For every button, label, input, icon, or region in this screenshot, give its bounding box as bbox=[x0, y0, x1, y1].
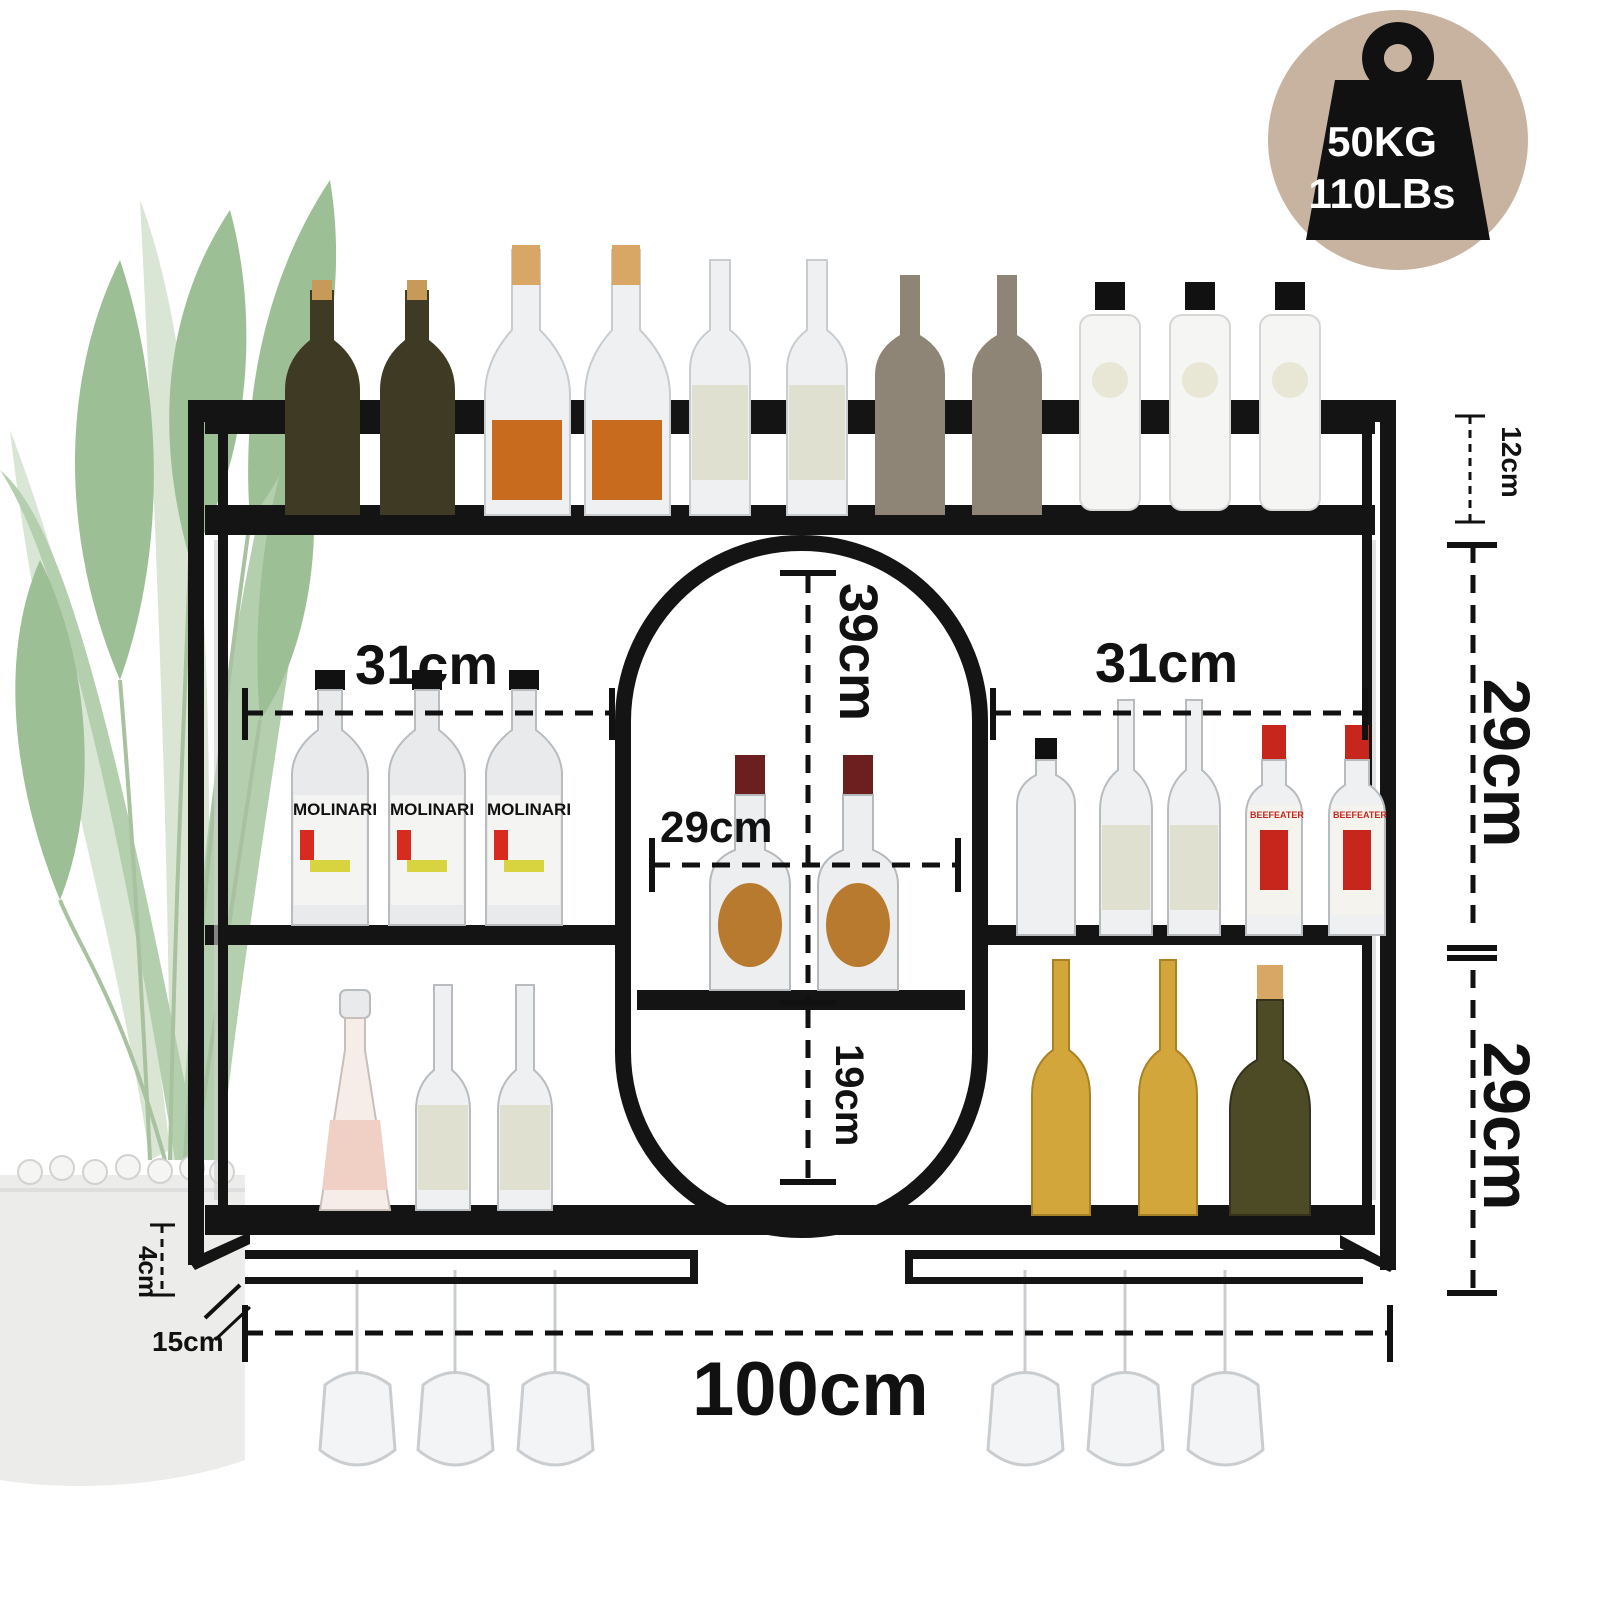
bottle-icon bbox=[388, 670, 466, 926]
bottle-icon bbox=[1099, 699, 1153, 936]
bottle-icon bbox=[380, 280, 455, 515]
bottle-icon bbox=[1259, 282, 1321, 511]
bottom-left-bottles bbox=[318, 984, 553, 1211]
bottle-label-text: BEEFEATER bbox=[1333, 810, 1387, 820]
bottle-icon bbox=[291, 670, 369, 926]
center-upper-height: 39cm bbox=[828, 582, 888, 722]
middle-left-bottles: MOLINARI MOLINARI MOLINARI bbox=[291, 670, 571, 926]
bottle-icon bbox=[1328, 725, 1386, 936]
bottle-icon bbox=[1229, 965, 1311, 1216]
bottle-label-text: MOLINARI bbox=[487, 800, 571, 819]
wine-glass-icon bbox=[416, 1270, 495, 1467]
bottle-icon bbox=[415, 984, 471, 1211]
bottle-label-text: BEEFEATER bbox=[1250, 810, 1304, 820]
bottle-icon bbox=[1079, 282, 1141, 511]
capacity-kg: 50KG bbox=[1327, 118, 1437, 165]
bottle-icon bbox=[484, 245, 571, 516]
bottle-icon bbox=[875, 275, 945, 515]
middle-right-bottles: BEEFEATER BEEFEATER bbox=[1016, 699, 1387, 936]
weight-icon bbox=[1306, 22, 1490, 240]
right-section-width: 31cm bbox=[1095, 631, 1239, 694]
bottle-icon bbox=[972, 275, 1042, 515]
capacity-lbs: 110LBs bbox=[1308, 170, 1456, 217]
wine-glass-icon bbox=[1086, 1270, 1165, 1467]
bottle-label-text: MOLINARI bbox=[390, 800, 474, 819]
bottle-icon bbox=[1167, 699, 1221, 936]
top-shelf-bottles bbox=[285, 245, 1321, 516]
bottle-icon bbox=[817, 755, 899, 991]
bottle-icon bbox=[485, 670, 563, 926]
hanging-wine-glasses bbox=[318, 1270, 1265, 1467]
upper-shelf-height: 29cm bbox=[1470, 678, 1544, 848]
bottle-icon bbox=[285, 280, 360, 515]
bottle-icon bbox=[584, 245, 671, 516]
wine-glass-icon bbox=[318, 1270, 397, 1467]
glass-rack-height: 4cm bbox=[133, 1245, 163, 1299]
bottle-icon bbox=[1245, 725, 1303, 936]
plant-icon bbox=[0, 180, 337, 1161]
bottle-icon bbox=[318, 989, 392, 1211]
wine-glass-icon bbox=[986, 1270, 1065, 1467]
bottle-icon bbox=[786, 259, 848, 516]
bottle-label-text: MOLINARI bbox=[293, 800, 377, 819]
bottle-icon bbox=[1031, 959, 1091, 1216]
bottom-right-bottles bbox=[1031, 959, 1311, 1216]
bottle-icon bbox=[497, 984, 553, 1211]
bottle-icon bbox=[1016, 738, 1076, 936]
bottle-icon bbox=[689, 259, 751, 516]
center-bottles bbox=[709, 755, 899, 991]
center-oval-frame bbox=[615, 535, 988, 1238]
wine-glass-icon bbox=[516, 1270, 595, 1467]
dimension-lines bbox=[150, 414, 1497, 1362]
plant-pot bbox=[0, 1154, 245, 1486]
center-section-width: 29cm bbox=[660, 803, 773, 852]
center-lower-height: 19cm bbox=[827, 1044, 871, 1147]
left-section-width: 31cm bbox=[355, 633, 499, 696]
lower-shelf-height: 29cm bbox=[1470, 1041, 1544, 1211]
bottle-icon bbox=[709, 755, 791, 991]
total-width: 100cm bbox=[692, 1347, 929, 1432]
wine-glass-icon bbox=[1186, 1270, 1265, 1467]
bottle-icon bbox=[1138, 959, 1198, 1216]
top-rail-height: 12cm bbox=[1496, 426, 1527, 498]
depth-label: 15cm bbox=[152, 1326, 224, 1357]
capacity-badge bbox=[1268, 10, 1528, 270]
bottle-icon bbox=[1169, 282, 1231, 511]
